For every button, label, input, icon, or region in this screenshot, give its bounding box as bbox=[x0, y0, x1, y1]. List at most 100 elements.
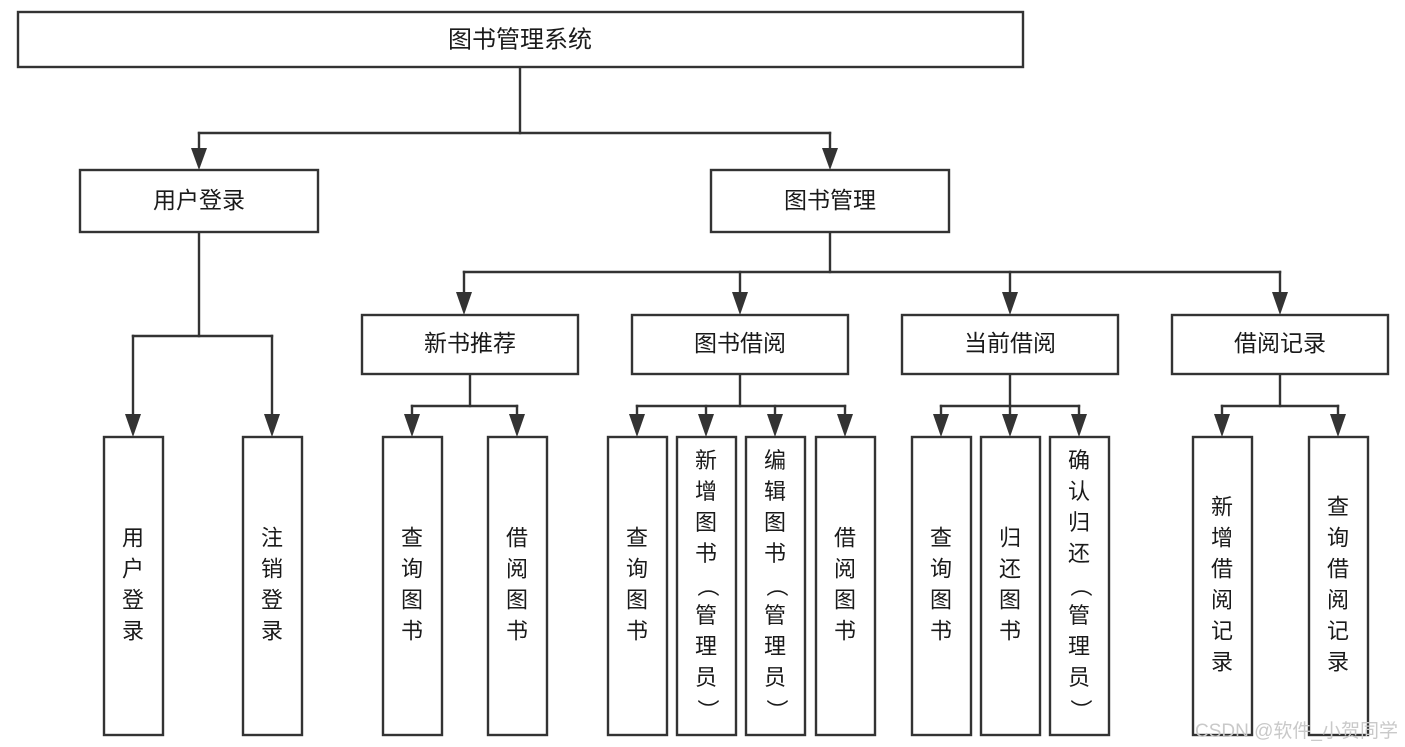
arrowhead-leaf-user-login bbox=[125, 414, 141, 437]
arrowhead-new-book-recommend bbox=[456, 292, 472, 315]
svg-text:管: 管 bbox=[1068, 603, 1090, 628]
svg-text:认: 认 bbox=[1068, 479, 1090, 504]
node-borrow-record[interactable]: 借阅记录 bbox=[1170, 313, 1390, 376]
svg-text:用: 用 bbox=[122, 525, 144, 550]
node-leaf-add-book-box[interactable] bbox=[675, 435, 738, 737]
svg-text:员: 员 bbox=[764, 665, 786, 690]
svg-text:）: ） bbox=[764, 699, 789, 721]
node-root[interactable]: 图书管理系统 bbox=[16, 10, 1025, 69]
arrowhead-current-borrow bbox=[1002, 292, 1018, 315]
arrowhead-leaf-query-record bbox=[1330, 414, 1346, 437]
arrowhead-borrow-record bbox=[1272, 292, 1288, 315]
node-leaf-query-book-2-box[interactable] bbox=[606, 435, 669, 737]
node-leaf-borrow-book-2-box[interactable] bbox=[814, 435, 877, 737]
arrowhead-leaf-edit-book bbox=[767, 414, 783, 437]
node-new-book-recommend-label: 新书推荐 bbox=[424, 330, 516, 356]
node-borrow-record-box[interactable] bbox=[1170, 313, 1390, 376]
svg-text:书: 书 bbox=[930, 618, 952, 643]
node-root-box[interactable] bbox=[16, 10, 1025, 69]
node-borrow-record-label: 借阅记录 bbox=[1234, 330, 1326, 356]
svg-text:图: 图 bbox=[506, 587, 528, 612]
svg-text:员: 员 bbox=[695, 665, 717, 690]
node-leaf-add-record-box[interactable] bbox=[1191, 435, 1254, 737]
node-current-borrow[interactable]: 当前借阅 bbox=[900, 313, 1120, 376]
node-book-borrow-box[interactable] bbox=[630, 313, 850, 376]
node-new-book-recommend-box[interactable] bbox=[360, 313, 580, 376]
node-user-login-label: 用户登录 bbox=[153, 187, 245, 213]
svg-text:书: 书 bbox=[764, 541, 786, 566]
node-leaf-return-book-box[interactable] bbox=[979, 435, 1042, 737]
arrowhead-leaf-borrow-book-1 bbox=[509, 414, 525, 437]
arrowhead-leaf-return-book bbox=[1002, 414, 1018, 437]
svg-text:记: 记 bbox=[1327, 618, 1349, 643]
svg-text:登: 登 bbox=[122, 587, 144, 612]
svg-text:图: 图 bbox=[834, 587, 856, 612]
svg-text:询: 询 bbox=[1327, 525, 1349, 550]
node-book-management[interactable]: 图书管理 bbox=[709, 168, 951, 234]
arrowhead-user-login bbox=[191, 148, 207, 170]
node-leaf-user-login-label: 用户登录 bbox=[122, 525, 144, 643]
node-leaf-query-record-box[interactable] bbox=[1307, 435, 1370, 737]
watermark-label: CSDN @软件_小贺同学 bbox=[1195, 720, 1398, 742]
node-leaf-user-login[interactable]: 用户登录 bbox=[102, 435, 165, 737]
connectors-layer bbox=[125, 65, 1346, 437]
svg-text:理: 理 bbox=[695, 634, 717, 659]
svg-text:图: 图 bbox=[930, 587, 952, 612]
svg-text:书: 书 bbox=[695, 541, 717, 566]
node-book-borrow[interactable]: 图书借阅 bbox=[630, 313, 850, 376]
svg-text:归: 归 bbox=[999, 525, 1021, 550]
node-leaf-edit-book-box[interactable] bbox=[744, 435, 807, 737]
svg-text:录: 录 bbox=[122, 618, 144, 643]
node-leaf-borrow-book-1-box[interactable] bbox=[486, 435, 549, 737]
node-leaf-confirm-return-box[interactable] bbox=[1048, 435, 1111, 737]
svg-text:编: 编 bbox=[764, 448, 786, 473]
node-user-login[interactable]: 用户登录 bbox=[78, 168, 320, 234]
node-leaf-logout-box[interactable] bbox=[241, 435, 304, 737]
svg-text:询: 询 bbox=[401, 556, 423, 581]
node-leaf-query-book-1-box[interactable] bbox=[381, 435, 444, 737]
svg-text:理: 理 bbox=[1068, 634, 1090, 659]
node-book-management-box[interactable] bbox=[709, 168, 951, 234]
svg-text:理: 理 bbox=[764, 634, 786, 659]
node-leaf-query-book-3-box[interactable] bbox=[910, 435, 973, 737]
svg-text:查: 查 bbox=[626, 525, 648, 550]
svg-text:增: 增 bbox=[695, 479, 717, 504]
node-current-borrow-box[interactable] bbox=[900, 313, 1120, 376]
arrowhead-leaf-add-book bbox=[698, 414, 714, 437]
svg-text:书: 书 bbox=[626, 618, 648, 643]
svg-text:辑: 辑 bbox=[764, 479, 786, 504]
svg-text:询: 询 bbox=[626, 556, 648, 581]
svg-text:注: 注 bbox=[261, 525, 283, 550]
svg-text:阅: 阅 bbox=[1211, 587, 1233, 612]
arrowhead-book-borrow bbox=[732, 292, 748, 315]
svg-text:书: 书 bbox=[506, 618, 528, 643]
svg-text:新: 新 bbox=[1211, 494, 1233, 519]
svg-text:书: 书 bbox=[999, 618, 1021, 643]
node-new-book-recommend[interactable]: 新书推荐 bbox=[360, 313, 580, 376]
node-user-login-box[interactable] bbox=[78, 168, 320, 234]
svg-text:阅: 阅 bbox=[1327, 587, 1349, 612]
node-leaf-user-login-box[interactable] bbox=[102, 435, 165, 737]
svg-text:录: 录 bbox=[261, 618, 283, 643]
svg-text:管: 管 bbox=[695, 603, 717, 628]
